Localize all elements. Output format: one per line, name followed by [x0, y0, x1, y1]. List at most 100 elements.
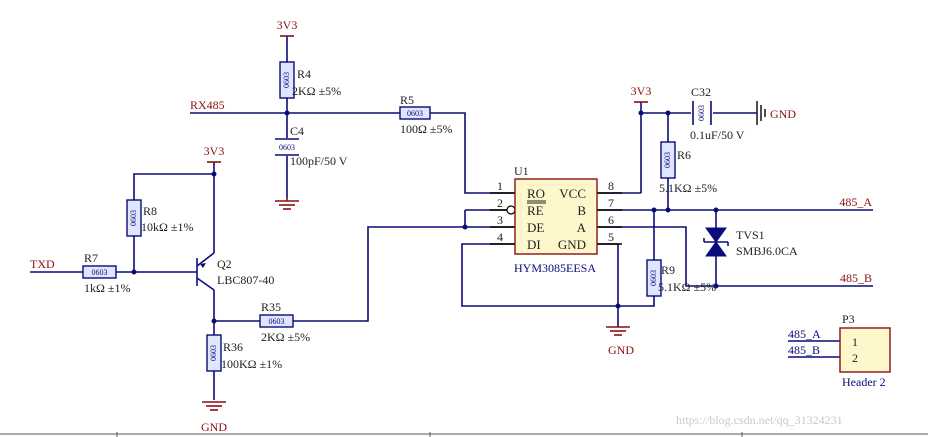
capacitor-c32: 0603 C32 0.1uF/50 V — [690, 85, 745, 142]
connector-body — [839, 327, 891, 373]
transistor-q2 — [196, 252, 215, 291]
value-label: HYM3085EESA — [514, 261, 596, 275]
net-label-txd: TXD — [30, 257, 55, 271]
ground-symbol-c4 — [275, 198, 299, 210]
value-label: 100KΩ ±1% — [221, 357, 282, 371]
junctions — [131, 110, 719, 324]
net-label-3v3: 3V3 — [631, 84, 652, 98]
resistor-r36: 0603 R36 100KΩ ±1% — [206, 334, 282, 372]
package-label: 0603 — [663, 152, 672, 168]
junction-dot — [651, 207, 657, 213]
ref-label: TVS1 — [736, 228, 765, 242]
pin-name: GND — [558, 237, 586, 252]
ref-label: R9 — [661, 263, 675, 277]
junction-dot — [713, 207, 719, 213]
ref-label: P3 — [842, 312, 855, 326]
pin-number: 8 — [608, 179, 614, 193]
ref-label: C4 — [290, 124, 304, 138]
ref-label: R36 — [223, 340, 243, 354]
resistor-r7: 0603 R7 1kΩ ±1% — [82, 251, 131, 295]
pin-name: DE — [527, 220, 544, 235]
pin-number: 2 — [852, 351, 858, 365]
package-label: 0603 — [209, 345, 218, 361]
resistor-r5: 0603 R5 100Ω ±5% — [399, 93, 453, 136]
junction-dot — [131, 269, 137, 275]
resistor-r8: 0603 R8 10kΩ ±1% — [126, 199, 194, 237]
net-label-gnd: GND — [770, 107, 796, 121]
net-label-p3-a: 485_A — [788, 327, 821, 341]
package-label: 0603 — [282, 72, 291, 88]
ref-label: R35 — [261, 300, 281, 314]
ref-label: R4 — [297, 67, 311, 81]
power-3v3-left: 3V3 — [204, 144, 225, 163]
ref-label: Q2 — [217, 257, 232, 271]
resistor-r4: 0603 R4 2KΩ ±5% — [279, 61, 341, 99]
net-label-485-b: 485_B — [840, 271, 872, 285]
junction-dot — [284, 110, 290, 116]
pin-number: 7 — [608, 196, 614, 210]
pin-name: VCC — [559, 186, 586, 201]
pin-name: B — [577, 203, 586, 218]
wires — [30, 36, 873, 400]
package-label: 0603 — [697, 105, 706, 121]
ground-symbol-c32 — [756, 101, 766, 125]
ic-u1: U1 HYM3085EESA 1 2 3 4 8 7 6 5 RO RE DE … — [490, 164, 622, 275]
ref-label: R6 — [677, 148, 691, 162]
pin-number: 2 — [497, 196, 503, 210]
net-label-485-a: 485_A — [839, 195, 872, 209]
pin-name: A — [577, 220, 587, 235]
value-label: 5.1KΩ ±5% — [659, 181, 717, 195]
net-label-3v3: 3V3 — [204, 144, 225, 158]
value-label: 5.1KΩ ±5% — [658, 280, 716, 294]
pin-number: 5 — [608, 230, 614, 244]
junction-dot — [211, 171, 217, 177]
package-label: 0603 — [407, 109, 423, 118]
power-3v3-right: 3V3 — [631, 84, 652, 103]
value-label: 0.1uF/50 V — [690, 128, 745, 142]
tvs-diode-tvs1: TVS1 SMBJ6.0CA — [703, 227, 798, 258]
value-label: SMBJ6.0CA — [736, 244, 798, 258]
capacitor-c4: 0603 C4 100pF/50 V — [275, 124, 348, 168]
package-label: 0603 — [269, 317, 285, 326]
resistor-r35: 0603 R35 2KΩ ±5% — [259, 300, 310, 344]
package-label: 0603 — [649, 270, 658, 286]
net-label-gnd: GND — [201, 420, 227, 434]
package-label: 0603 — [279, 143, 295, 152]
value-label: 2KΩ ±5% — [292, 84, 341, 98]
pin-number: 1 — [497, 179, 503, 193]
net-label-rx485: RX485 — [190, 98, 225, 112]
junction-dot — [665, 110, 671, 116]
value-label: 1kΩ ±1% — [84, 281, 131, 295]
value-label: LBC807-40 — [217, 273, 274, 287]
pin-name: RE — [527, 203, 544, 218]
pin-number: 1 — [852, 335, 858, 349]
value-label: 10kΩ ±1% — [141, 220, 194, 234]
value-label: 100pF/50 V — [290, 154, 348, 168]
pin-name: RO — [527, 186, 545, 201]
ground-symbol-u1 — [606, 326, 630, 336]
junction-dot — [462, 224, 468, 230]
connector-p3: P3 1 2 Header 2 — [839, 312, 891, 389]
net-label-gnd: GND — [608, 343, 634, 357]
junction-dot — [713, 283, 719, 289]
ground-symbol-q2 — [202, 401, 226, 411]
value-label: 100Ω ±5% — [400, 122, 453, 136]
ref-label: U1 — [514, 164, 529, 178]
value-label: Header 2 — [842, 375, 886, 389]
package-label: 0603 — [129, 210, 138, 226]
pin-number: 6 — [608, 213, 614, 227]
pin-number: 3 — [497, 213, 503, 227]
resistor-r6: 0603 R6 5.1KΩ ±5% — [659, 141, 717, 195]
junction-dot — [211, 318, 217, 324]
power-3v3-top: 3V3 — [277, 18, 298, 37]
ref-label: R5 — [400, 93, 414, 107]
net-label-p3-b: 485_B — [788, 343, 820, 357]
ref-label: R8 — [143, 204, 157, 218]
inversion-bubble — [506, 205, 516, 215]
package-label: 0603 — [92, 268, 108, 277]
ref-label: C32 — [691, 85, 711, 99]
ref-label: R7 — [84, 251, 98, 265]
junction-dot — [638, 110, 644, 116]
net-label-3v3: 3V3 — [277, 18, 298, 32]
